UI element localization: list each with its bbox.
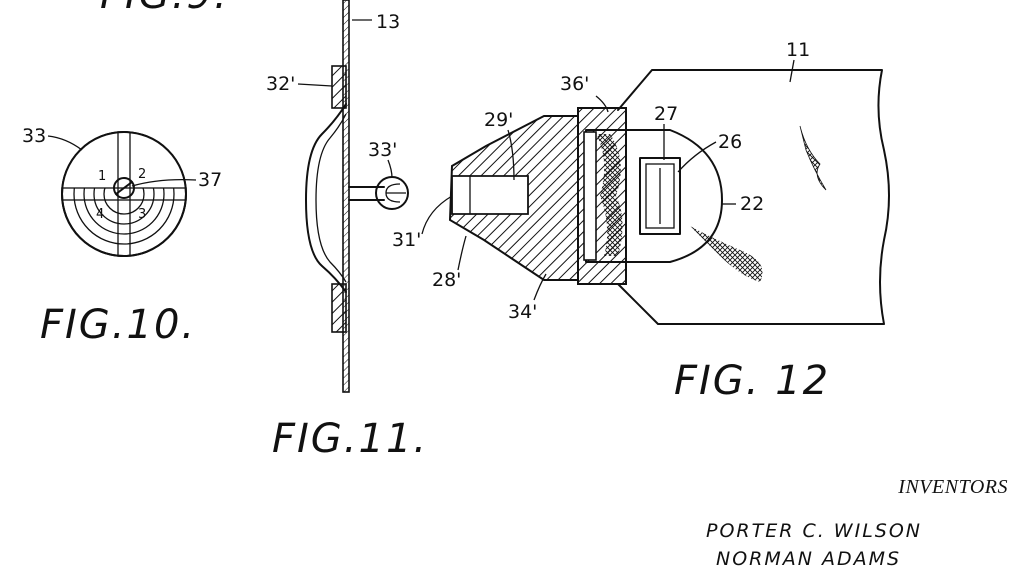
leader-26 bbox=[677, 141, 717, 173]
ref-36p: 36' bbox=[560, 73, 589, 95]
ref-27: 27 bbox=[654, 103, 678, 125]
ref-34p: 34' bbox=[508, 301, 537, 323]
ref-13: 13 bbox=[376, 11, 400, 33]
ref-29p: 29' bbox=[484, 109, 513, 131]
leader-29p bbox=[507, 129, 515, 181]
quadrant-3: 3 bbox=[138, 207, 146, 222]
leader-33p bbox=[387, 159, 393, 179]
leader-32p bbox=[297, 83, 333, 87]
fig12-assembly bbox=[448, 69, 890, 325]
ref-37: 37 bbox=[198, 169, 222, 191]
fig10-caption: FIG.10. bbox=[40, 302, 196, 348]
fig12-caption: FIG. 12 bbox=[674, 358, 830, 404]
ref-31p: 31' bbox=[392, 229, 421, 251]
ref-33: 33 bbox=[22, 125, 46, 147]
quadrant-4: 4 bbox=[96, 207, 104, 222]
ref-22: 22 bbox=[740, 193, 764, 215]
quadrant-2: 2 bbox=[138, 167, 146, 182]
leader-36p bbox=[595, 95, 609, 113]
inventor-name: NORMAN ADAMS bbox=[716, 548, 902, 570]
ref-26: 26 bbox=[718, 131, 742, 153]
leader-34p bbox=[533, 273, 547, 301]
leader-11 bbox=[789, 59, 795, 83]
fig10-disc bbox=[61, 131, 187, 257]
leader-33 bbox=[47, 135, 83, 151]
ref-11: 11 bbox=[786, 39, 810, 61]
leader-37 bbox=[131, 178, 197, 187]
quadrant-1: 1 bbox=[98, 169, 106, 184]
ref-32p: 32' bbox=[266, 73, 295, 95]
ref-28p: 28' bbox=[432, 269, 461, 291]
inventor-name: PORTER C. WILSON bbox=[706, 520, 923, 542]
fig11-panel bbox=[305, 0, 409, 393]
leader-28p bbox=[457, 235, 467, 271]
inventors-heading: INVENTORS bbox=[898, 476, 1008, 498]
fig11-caption: FIG.11. bbox=[272, 416, 428, 462]
ref-33p: 33' bbox=[368, 139, 397, 161]
leader-31p bbox=[421, 195, 453, 235]
fig9-partial-caption: FIG.9. bbox=[100, 0, 229, 18]
